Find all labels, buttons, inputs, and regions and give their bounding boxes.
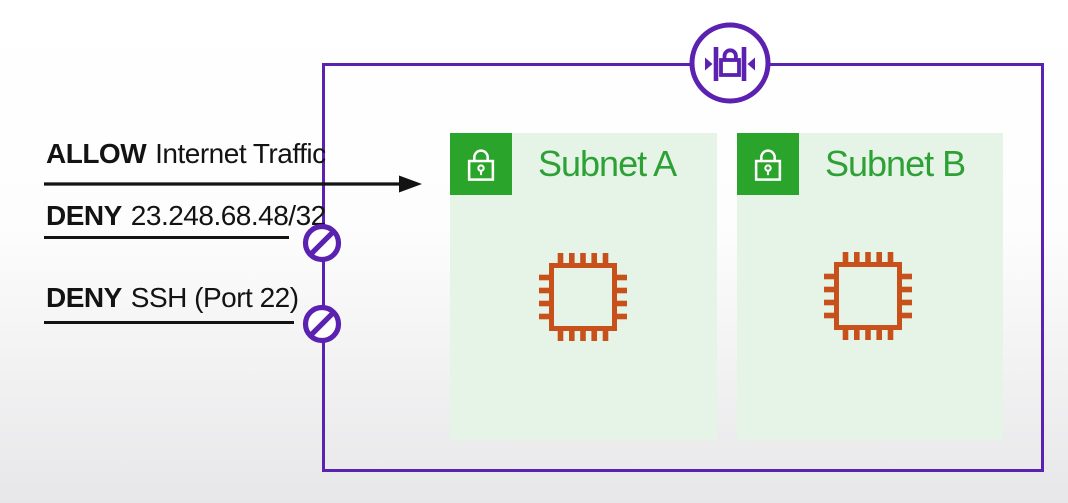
network-acl-boundary [322,63,1044,472]
rule-action-label: ALLOW [46,138,147,169]
rule-allow-internet: ALLOW Internet Traffic [46,138,326,170]
lock-icon [737,133,799,195]
rule-deny-ip: DENY 23.248.68.48/32 [46,200,326,232]
rule-connector-line [44,236,289,239]
subnet-a-label: Subnet A [538,143,677,184]
rule-target-label: Internet Traffic [155,138,326,169]
no-entry-icon [300,221,344,265]
subnet-a-panel: Subnet A [450,133,717,440]
subnet-b-panel: Subnet B [737,133,1003,440]
rule-target-label: SSH (Port 22) [130,282,299,313]
rule-action-label: DENY [46,200,122,231]
arrow-right-icon [44,175,422,193]
rule-deny-ssh: DENY SSH (Port 22) [46,282,299,314]
lock-icon [450,133,512,195]
network-acl-firewall-icon [688,21,772,105]
instance-chip-icon [822,250,914,342]
instance-chip-icon [537,251,629,343]
rule-action-label: DENY [46,282,122,313]
subnet-b-label: Subnet B [825,143,966,184]
rule-connector-line [44,321,294,324]
no-entry-icon [300,302,344,346]
rule-target-label: 23.248.68.48/32 [130,200,326,231]
